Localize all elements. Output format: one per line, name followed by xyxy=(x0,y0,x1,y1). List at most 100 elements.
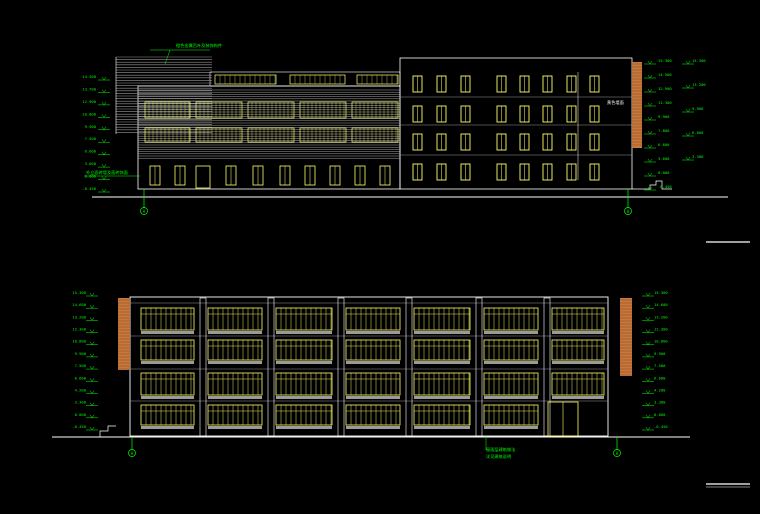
level-symbol xyxy=(647,130,653,135)
window-bay xyxy=(140,404,195,426)
window-bay xyxy=(483,372,539,396)
level-symbol xyxy=(89,353,95,358)
level-marks-left: 14.30013.70012.90010.8009.9007.5006.6003… xyxy=(82,74,110,193)
window-bay xyxy=(207,339,263,361)
level-symbol xyxy=(645,402,651,407)
axis-bubble-right xyxy=(624,207,632,215)
window-bay xyxy=(207,372,263,396)
level-label: 0.000 xyxy=(658,170,670,175)
level-symbol xyxy=(89,292,95,297)
level-symbol xyxy=(647,186,653,191)
curtain-wall-panel xyxy=(299,101,347,119)
sill-band xyxy=(141,331,194,334)
sill-band xyxy=(276,331,332,334)
axis-label-right: A xyxy=(627,209,630,214)
level-symbol xyxy=(685,108,691,113)
level-symbol xyxy=(101,163,107,168)
level-symbol xyxy=(645,292,651,297)
level-symbol xyxy=(685,60,691,65)
level-symbol xyxy=(101,76,107,81)
axis-label-left: A xyxy=(131,451,134,456)
window-bay xyxy=(483,307,539,331)
curtain-wall-panel xyxy=(247,127,295,143)
sill-band xyxy=(484,396,538,399)
level-label: 0.000 xyxy=(85,174,97,179)
sill-band xyxy=(414,426,470,429)
ground-windows-left xyxy=(149,165,391,189)
level-label: 15.300 xyxy=(72,290,86,295)
top-elevation: A A 橙色金属百叶及装饰构件 外立面砖墙及面砖饰面 黄色墙面 14.30013… xyxy=(82,42,750,243)
level-label: 9.900 xyxy=(85,124,97,129)
sill-band xyxy=(208,426,262,429)
sill-band xyxy=(346,426,400,429)
level-label: 4.200 xyxy=(654,387,666,392)
level-label: 6.600 xyxy=(75,375,87,380)
level-label: 6.600 xyxy=(85,149,97,154)
axis-bubble-right xyxy=(613,449,621,457)
level-symbol xyxy=(645,341,651,346)
sill-band xyxy=(276,361,332,364)
level-label: 3.600 xyxy=(658,156,670,161)
brick-hatch xyxy=(118,299,632,376)
level-label: 12.900 xyxy=(82,99,96,104)
level-label: 13.200 xyxy=(72,314,86,319)
parapet-box xyxy=(209,71,401,87)
parapet-window xyxy=(289,74,346,85)
level-label: 10.800 xyxy=(82,111,96,116)
sill-band xyxy=(346,396,400,399)
level-label: 14.600 xyxy=(654,302,668,307)
level-label: 14.300 xyxy=(82,74,96,79)
note-3: 黄色墙面 xyxy=(607,99,624,106)
sill-band xyxy=(208,331,262,334)
sill-band xyxy=(141,361,194,364)
level-symbol xyxy=(89,317,95,321)
level-label: 15.300 xyxy=(658,58,672,63)
level-symbol xyxy=(645,378,651,382)
window-bay xyxy=(551,339,605,361)
column xyxy=(267,297,275,437)
window-bay xyxy=(483,404,539,426)
level-label: 3.300 xyxy=(654,400,666,405)
stair-outline xyxy=(632,180,672,190)
level-label: 15.300 xyxy=(654,290,668,295)
sill-band xyxy=(346,331,400,334)
level-symbol xyxy=(101,101,107,106)
curtain-wall-panel xyxy=(247,101,295,119)
window-bay xyxy=(413,307,471,331)
window-bay xyxy=(275,307,333,331)
level-symbol xyxy=(647,88,653,93)
column xyxy=(199,297,207,437)
level-label: 12.900 xyxy=(658,86,672,91)
level-label: 15.300 xyxy=(692,58,706,63)
note-leader-1b xyxy=(164,49,171,65)
level-symbol xyxy=(101,188,107,193)
column xyxy=(405,297,413,437)
window-bay xyxy=(345,372,401,396)
level-label: -0.450 xyxy=(654,424,668,429)
level-label: 14.500 xyxy=(658,72,672,77)
brick-column-right xyxy=(620,298,632,376)
level-label: 7.500 xyxy=(654,363,666,368)
entrance-door xyxy=(195,165,211,189)
level-label: 3.300 xyxy=(692,154,704,159)
level-symbol xyxy=(647,172,653,177)
parapet-window xyxy=(214,74,277,85)
level-label: 11.300 xyxy=(658,100,672,105)
level-label: 12.300 xyxy=(72,327,86,332)
window-bay xyxy=(551,372,605,396)
level-marks-left: 15.30014.60013.20012.30010.8009.9007.500… xyxy=(72,290,98,431)
level-label: 3.300 xyxy=(75,400,87,405)
level-label: -0.450 xyxy=(82,186,96,191)
level-label: 4.200 xyxy=(75,387,87,392)
level-symbol xyxy=(647,74,653,79)
window-bay xyxy=(345,404,401,426)
level-marks-right: 15.30014.50012.90011.3009.9007.8006.6003… xyxy=(644,58,706,191)
level-symbol xyxy=(89,329,95,333)
level-label: 9.900 xyxy=(658,114,670,119)
window-bay xyxy=(275,339,333,361)
sill-band xyxy=(552,331,604,334)
level-label: 0.000 xyxy=(75,412,87,417)
window-bay xyxy=(345,307,401,331)
window-bay xyxy=(275,404,333,426)
axis-label-right: A xyxy=(616,451,619,456)
